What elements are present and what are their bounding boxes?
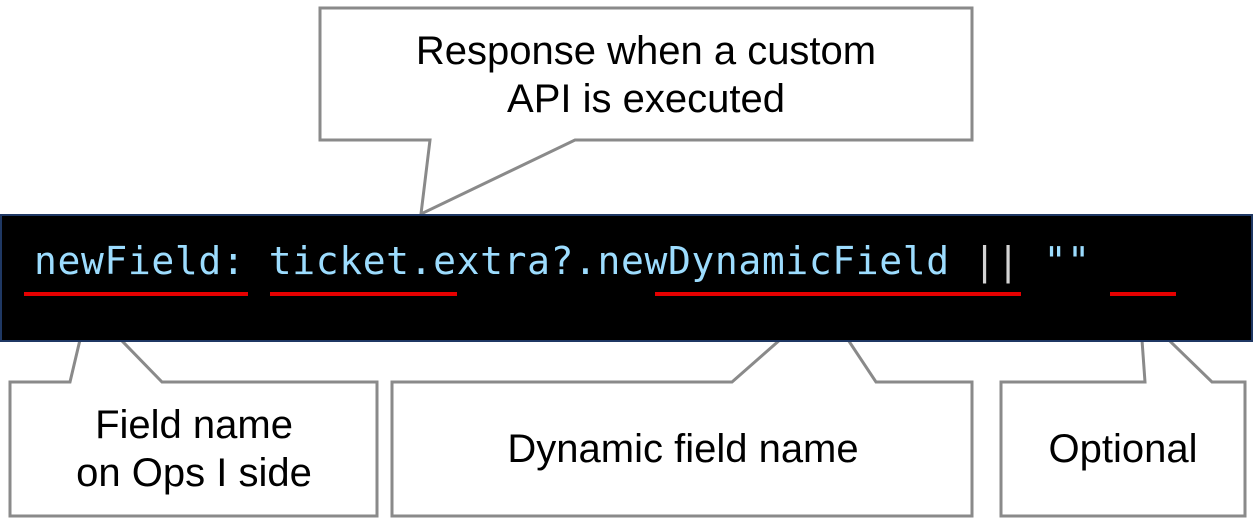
callout-response-text: Response when a custom API is executed [322,14,970,136]
callout-field-name-shape [8,302,379,518]
callout-field-name-line1: Field name [95,403,293,447]
code-object-path: ticket. [268,239,434,283]
callout-dynamic-field-text: Dynamic field name [396,386,970,512]
callout-optional-text: Optional [1004,386,1242,512]
callout-dynamic-field-shape [390,299,974,518]
code-default-string: "" [1043,239,1091,283]
code-dynamic-field: newDynamicField [597,239,950,283]
callout-optional-label: Optional [1048,427,1198,471]
callout-response-line2: API is executed [507,77,785,121]
callout-field-name-line2: on Ops I side [76,451,312,495]
code-block [0,214,1253,342]
code-line: newField: ticket.extra?.newDynamicField … [34,236,1091,286]
callout-dynamic-field-label: Dynamic field name [507,427,859,471]
code-field-key: newField: [34,239,246,283]
callout-field-name-text: Field name on Ops I side [14,386,374,512]
code-extra-chain: extra?. [433,239,598,283]
code-or-operator: || [973,239,1021,283]
callout-response-shape [318,6,974,217]
callout-optional-shape [999,308,1247,518]
callout-response-line1: Response when a custom [415,29,877,73]
